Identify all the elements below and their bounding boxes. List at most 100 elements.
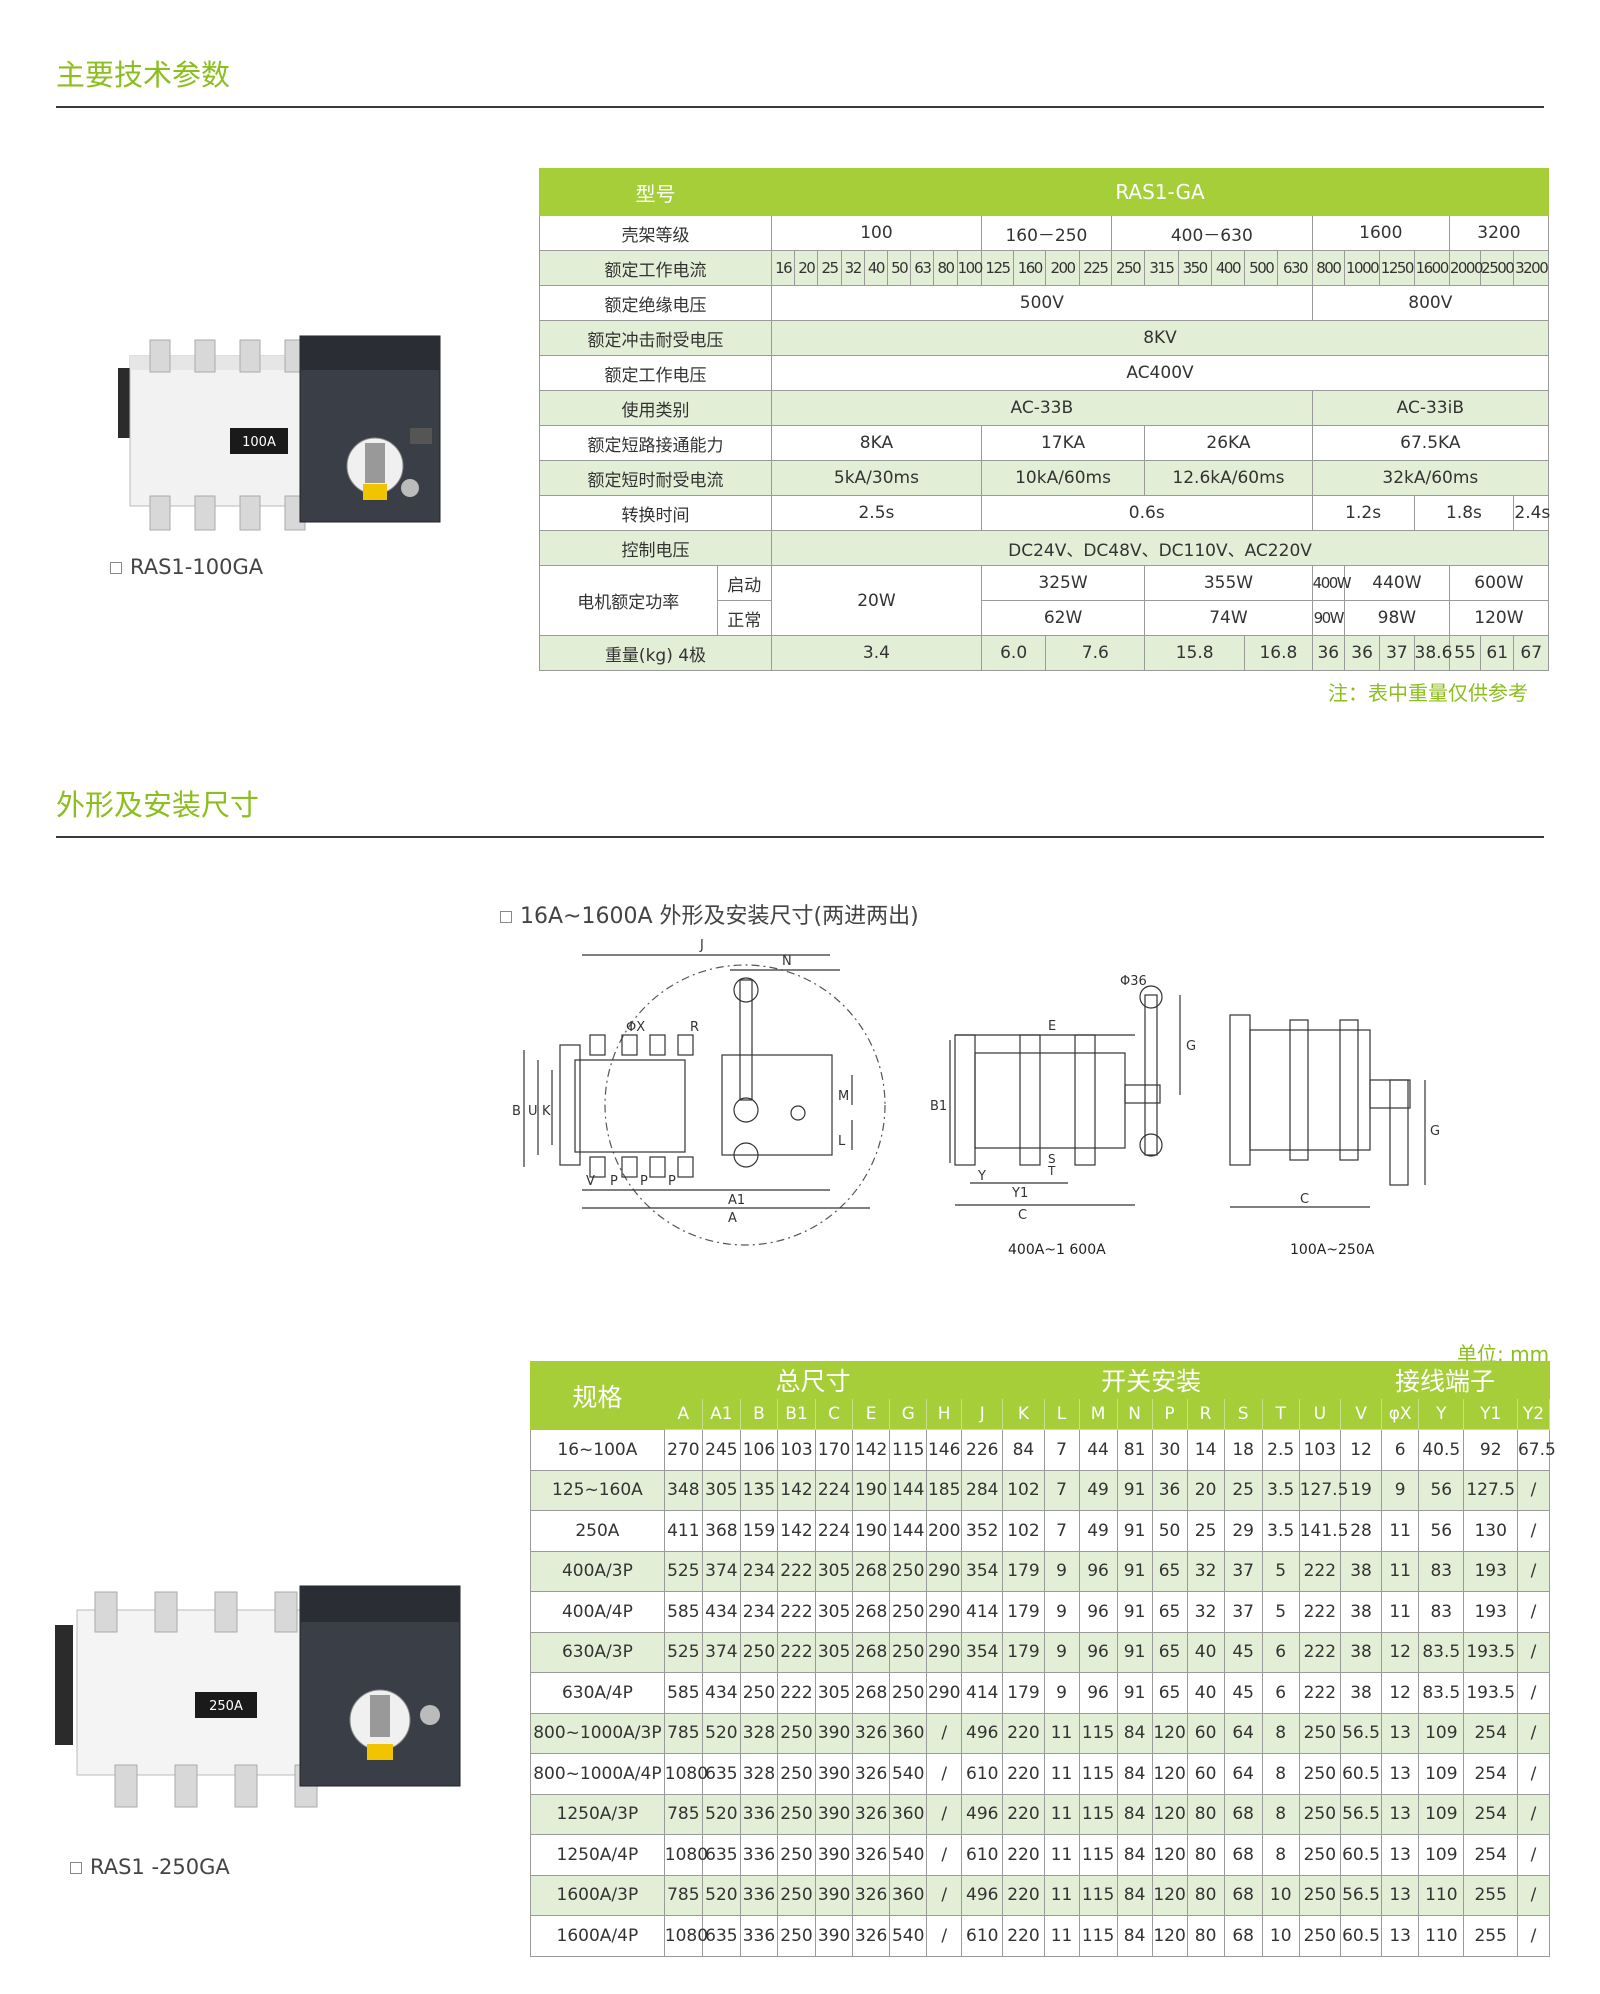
spec-current-cell: 3200 — [1513, 250, 1549, 286]
product-image-ras1-250ga: 250A — [55, 1585, 461, 1808]
dim-cell: / — [926, 1915, 963, 1957]
dim-cell: 144 — [889, 1469, 928, 1511]
dim-cell: 13 — [1381, 1915, 1420, 1957]
dim-letter-G: G — [1186, 1039, 1196, 1054]
spec-switch-value: 1.2s — [1311, 495, 1415, 531]
dim-cell: 610 — [961, 1753, 1004, 1795]
dim-cell: / — [1516, 1510, 1551, 1552]
dim-cell: 68 — [1223, 1915, 1263, 1957]
dim-cell: 290 — [926, 1672, 963, 1714]
dim-row-spec: 800~1000A/4P — [530, 1753, 665, 1795]
drawing-label-right: 100A~250A — [1290, 1242, 1375, 1258]
dim-cell: 110 — [1418, 1915, 1465, 1957]
spec-switch-label: 转换时间 — [538, 495, 773, 531]
dim-cell: 84 — [1002, 1429, 1045, 1471]
dim-cell: 13 — [1381, 1712, 1420, 1754]
spec-switch-value: 0.6s — [980, 495, 1313, 531]
dim-cell: 250 — [1298, 1874, 1341, 1916]
dim-cell: 585 — [663, 1672, 703, 1714]
dim-cell: 268 — [852, 1591, 891, 1633]
dim-cell: 96 — [1078, 1631, 1118, 1673]
dim-cell: 83.5 — [1418, 1672, 1465, 1714]
spec-current-cell: 500 — [1244, 250, 1279, 286]
dim-cell: 9 — [1043, 1631, 1080, 1673]
dim-col-header: φX — [1381, 1398, 1420, 1430]
dim-cell: 254 — [1463, 1793, 1518, 1835]
dim-cell: 284 — [961, 1469, 1004, 1511]
spec-withstand-label: 额定短时耐受电流 — [538, 460, 773, 496]
dim-row-spec: 250A — [530, 1510, 665, 1552]
dim-cell: 8 — [1261, 1712, 1300, 1754]
dim-cell: 222 — [776, 1631, 817, 1673]
dim-cell: 5 — [1261, 1591, 1300, 1633]
dim-cell: 32 — [1186, 1591, 1225, 1633]
dim-cell: 234 — [739, 1550, 778, 1592]
dim-letter-B: B — [512, 1104, 521, 1119]
spec-motor-start-label: 启动 — [716, 565, 773, 601]
dim-letter-P: P — [668, 1174, 676, 1189]
dim-cell: 11 — [1043, 1874, 1080, 1916]
dim-cell: 142 — [776, 1510, 817, 1552]
dim-col-header: L — [1043, 1398, 1080, 1430]
dim-cell: 11 — [1381, 1550, 1420, 1592]
dim-letter-Y: Y — [977, 1169, 986, 1184]
dim-cell: 146 — [926, 1429, 963, 1471]
dim-cell: / — [1516, 1591, 1551, 1633]
dim-cell: 56 — [1418, 1469, 1465, 1511]
dim-cell: 220 — [1002, 1834, 1045, 1876]
dim-letter-L: L — [838, 1134, 846, 1149]
dim-cell: 250 — [1298, 1834, 1341, 1876]
dim-cell: 390 — [815, 1712, 854, 1754]
dim-cell: 390 — [815, 1793, 854, 1835]
dim-letter-C: C — [1018, 1208, 1027, 1223]
spec-table: 型号 RAS1-GA 壳架等级 100 160－250 400－630 1600… — [538, 168, 1550, 671]
dim-cell: 120 — [1151, 1874, 1188, 1916]
dim-cell: 254 — [1463, 1753, 1518, 1795]
dim-cell: / — [1516, 1834, 1551, 1876]
dim-cell: 65 — [1151, 1591, 1188, 1633]
dim-cell: 38 — [1339, 1672, 1383, 1714]
spec-withstand-value: 12.6kA/60ms — [1144, 460, 1313, 496]
dim-row-spec: 630A/3P — [530, 1631, 665, 1673]
dim-cell: / — [1516, 1550, 1551, 1592]
dim-cell: 56.5 — [1339, 1712, 1383, 1754]
dim-cell: 328 — [739, 1712, 778, 1754]
dim-cell: / — [926, 1874, 963, 1916]
dim-cell: 84 — [1116, 1793, 1153, 1835]
dim-cell: 109 — [1418, 1793, 1465, 1835]
dim-cell: 102 — [1002, 1510, 1045, 1552]
dim-cell: 411 — [663, 1510, 703, 1552]
dim-cell: 29 — [1223, 1510, 1263, 1552]
spec-model-value: RAS1-GA — [771, 168, 1549, 216]
spec-motor-start: 600W — [1448, 565, 1550, 601]
dim-cell: 785 — [663, 1874, 703, 1916]
dim-cell: 520 — [701, 1712, 741, 1754]
dim-cell: 25 — [1223, 1469, 1263, 1511]
dim-cell: 115 — [1078, 1793, 1118, 1835]
dim-cell: 115 — [889, 1429, 928, 1471]
dim-cell: 91 — [1116, 1631, 1153, 1673]
dimension-drawing: J N ΦX R M L B U K V P P P A1 A E Φ36 G … — [512, 938, 1440, 1258]
dim-cell: 9 — [1043, 1672, 1080, 1714]
dim-cell: 11 — [1381, 1591, 1420, 1633]
dim-cell: 250 — [1298, 1915, 1341, 1957]
spec-making-value: 26KA — [1144, 425, 1313, 461]
dim-cell: 290 — [926, 1591, 963, 1633]
dim-cell: 11 — [1043, 1793, 1080, 1835]
dim-letter-C: C — [1300, 1192, 1309, 1207]
dim-letter-V: V — [586, 1174, 595, 1189]
dim-letter-P: P — [640, 1174, 648, 1189]
dim-cell: 40 — [1186, 1631, 1225, 1673]
dim-cell: 9 — [1043, 1550, 1080, 1592]
spec-control-value: DC24V、DC48V、DC110V、AC220V — [771, 530, 1549, 566]
dim-cell: 11 — [1043, 1712, 1080, 1754]
dim-cell: 245 — [701, 1429, 741, 1471]
dim-cell: 224 — [815, 1510, 854, 1552]
dim-col-header: Y2 — [1516, 1398, 1551, 1430]
dim-cell: 13 — [1381, 1753, 1420, 1795]
dim-cell: 390 — [815, 1915, 854, 1957]
section-rule — [56, 836, 1544, 838]
